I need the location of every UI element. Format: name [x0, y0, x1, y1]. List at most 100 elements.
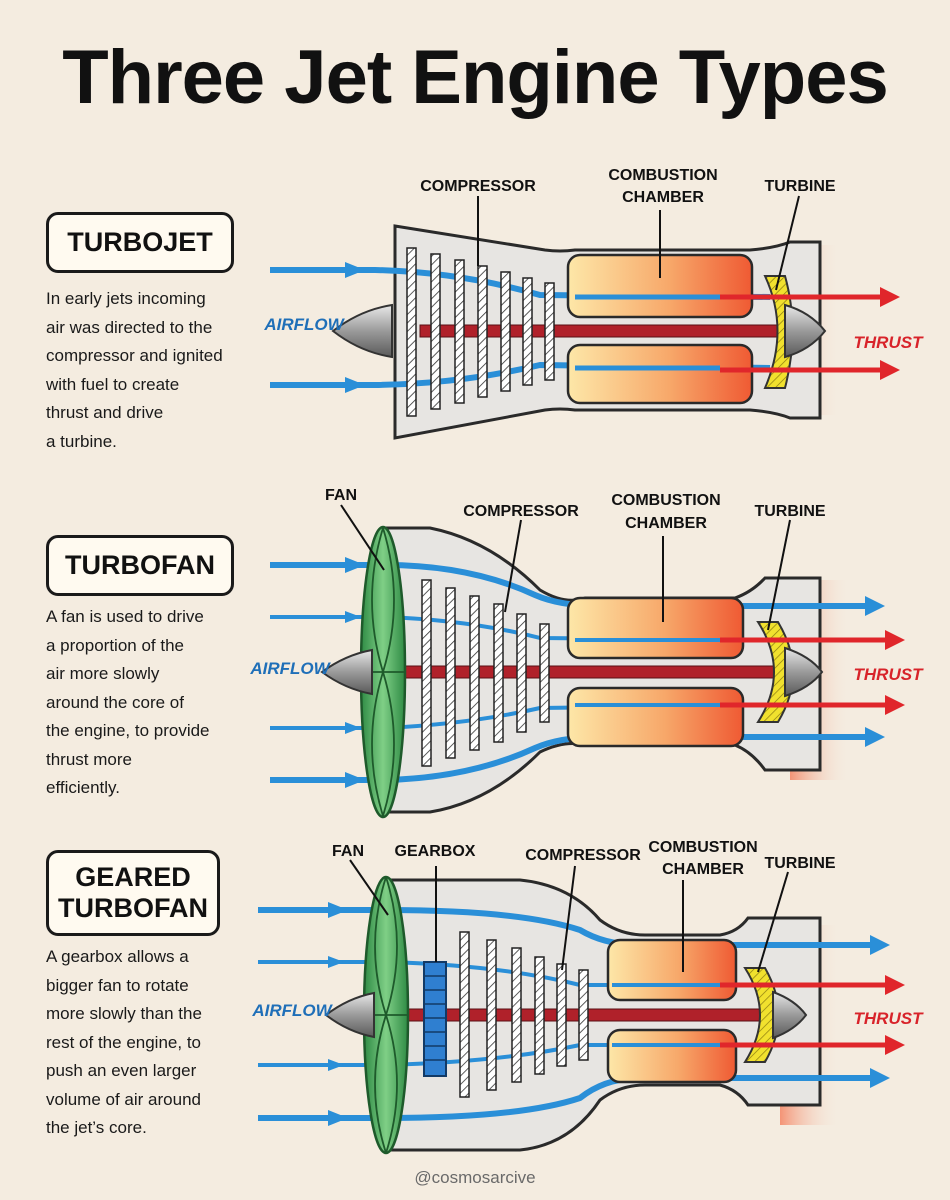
turbojet-thrust-arrowhead-lower [880, 360, 900, 380]
turbofan-desc-line-6: thrust more [46, 749, 132, 769]
turbojet-combustion-label-1: COMBUSTION [608, 167, 717, 184]
geared-airflow-label: AIRFLOW [251, 1001, 333, 1020]
geared-thrust-arrowhead-upper [885, 975, 905, 995]
geared-airflow-arrowhead-1 [328, 902, 348, 918]
turbofan-intake-cone [320, 648, 373, 696]
geared-compressor-leader [561, 865, 576, 971]
geared-bypass-arrowhead-upper [870, 935, 890, 955]
geared-combustion-label-2: CHAMBER [662, 861, 744, 878]
turbofan-desc-line-4: around the core of [46, 692, 184, 712]
geared-compressor-label: COMPRESSOR [525, 847, 641, 864]
geared-turbine [743, 967, 780, 1063]
geared-thrust-arrowhead-lower [885, 1035, 905, 1055]
turbofan-shaft [399, 665, 781, 679]
turbojet-desc-line-5: thrust and drive [46, 403, 164, 422]
turbofan-airflow-arrowhead-2 [345, 611, 361, 623]
geared-thrust-label: THRUST [854, 1009, 925, 1028]
turbojet-shaft [419, 324, 781, 338]
turbofan-combustion-upper [566, 596, 745, 660]
turbojet-combustion-label-2: CHAMBER [622, 189, 704, 206]
geared-shaft [399, 1008, 781, 1022]
geared-fan-label: FAN [332, 843, 364, 860]
turbojet-combustion-lower [566, 343, 754, 405]
turbojet-desc-line-1: In early jets incoming [46, 289, 206, 308]
turbofan-desc-line-2: a proportion of the [46, 635, 184, 655]
turbofan-airflow-arrowhead-1 [345, 557, 365, 573]
turbojet-title: TURBOJET [67, 226, 213, 257]
geared-airflow-arrowhead-2 [328, 956, 344, 968]
turbofan-title-box: TURBOFAN [46, 535, 234, 596]
turbofan-compressor-blades [421, 579, 550, 767]
turbofan-bypass-arrowhead-lower [865, 727, 885, 747]
geared-combustion-upper [606, 938, 738, 1002]
geared-intake-cone [324, 991, 375, 1039]
turbofan-thrust-arrowhead-upper [885, 630, 905, 650]
turbofan-fan-label: FAN [325, 487, 357, 504]
geared-airflow-arrowhead-3 [328, 1059, 344, 1071]
turbofan-title: TURBOFAN [65, 549, 215, 580]
geared-desc-line-1: A gearbox allows a [46, 947, 189, 966]
turbofan-combustion-label-2: CHAMBER [625, 515, 707, 532]
turbojet-airflow-arrowhead-upper [345, 262, 365, 278]
geared-desc-line-3: more slowly than the [46, 1004, 202, 1023]
turbofan-desc-line-7: efficiently. [46, 778, 121, 797]
geared-desc-line-7: the jet’s core. [46, 1118, 147, 1137]
geared-airflow-arrowhead-4 [328, 1110, 348, 1126]
geared-exhaust-cone [772, 990, 808, 1040]
geared-gearbox-label: GEARBOX [395, 843, 476, 860]
turbojet-intake-cone [331, 303, 393, 359]
geared-desc-line-5: push an even larger [46, 1061, 197, 1080]
turbofan-airflow-arrowhead-4 [345, 772, 365, 788]
turbojet-airflow-arrowhead-lower [345, 377, 365, 393]
turbofan-exhaust-cone [784, 646, 824, 698]
turbofan-fan [359, 525, 407, 819]
turbofan-airflow-label: AIRFLOW [249, 659, 331, 678]
turbojet-description: In early jets incoming air was directed … [46, 285, 246, 456]
geared-turbofan-title-box: GEARED TURBOFAN [46, 850, 220, 936]
turbofan-turbine-leader [767, 519, 791, 631]
turbojet-turbine-label: TURBINE [764, 178, 835, 195]
turbojet-compressor-blades [406, 247, 555, 417]
turbofan-thrust-arrowhead-lower [885, 695, 905, 715]
turbojet-turbine-leader [775, 195, 800, 291]
turbofan-bypass-arrowhead-upper [865, 596, 885, 616]
turbojet-desc-line-6: a turbine. [46, 431, 117, 451]
turbofan-desc-line-1: A fan is used to drive [46, 607, 204, 626]
turbofan-fan-leader [340, 504, 385, 571]
geared-compressor-blades [459, 931, 589, 1098]
turbojet-desc-line-2: air was directed to the [46, 317, 213, 337]
geared-turbofan-diagram: FAN GEARBOX COMPRESSOR COMBUSTION CHAMBE… [251, 839, 925, 1155]
geared-desc-line-4: rest of the engine, to [46, 1032, 201, 1052]
geared-desc-line-6: volume of air around [46, 1089, 201, 1109]
geared-combustion-lower [606, 1028, 738, 1084]
credit-handle: @cosmosarcive [414, 1168, 536, 1187]
turbojet-thrust-label: THRUST [854, 333, 925, 352]
geared-turbine-label: TURBINE [764, 855, 835, 872]
geared-turbofan-title-line-1: GEARED [75, 861, 191, 892]
turbofan-turbine-label: TURBINE [754, 503, 825, 520]
turbojet-compressor-label: COMPRESSOR [420, 178, 536, 195]
turbojet-exhaust-cone [784, 303, 827, 359]
turbojet-desc-line-4: with fuel to create [46, 374, 180, 394]
geared-turbofan-title: GEARED TURBOFAN [58, 862, 208, 924]
geared-turbine-leader [757, 871, 789, 973]
turbojet-desc-line-3: compressor and ignited [46, 346, 223, 365]
geared-combustion-label-1: COMBUSTION [648, 839, 757, 856]
turbojet-airflow-label: AIRFLOW [263, 315, 345, 334]
page-title: Three Jet Engine Types [62, 35, 889, 120]
turbofan-airflow-arrowhead-3 [345, 722, 361, 734]
turbofan-desc-line-3: air more slowly [46, 664, 160, 683]
turbofan-thrust-label: THRUST [854, 665, 925, 684]
geared-fan-leader [349, 859, 389, 916]
turbojet-title-box: TURBOJET [46, 212, 234, 273]
turbofan-combustion-lower [566, 686, 745, 748]
geared-turbofan-title-line-2: TURBOFAN [58, 893, 208, 923]
turbofan-diagram: FAN COMPRESSOR COMBUSTION CHAMBER TURBIN… [249, 487, 925, 819]
geared-desc-line-2: bigger fan to rotate [46, 975, 189, 995]
geared-gearbox [423, 961, 447, 1077]
turbojet-thrust-arrowhead-upper [880, 287, 900, 307]
geared-bypass-arrowhead-lower [870, 1068, 890, 1088]
turbojet-turbine [763, 275, 794, 389]
turbojet-diagram: COMPRESSOR COMBUSTION CHAMBER TURBINE AI… [263, 167, 925, 440]
